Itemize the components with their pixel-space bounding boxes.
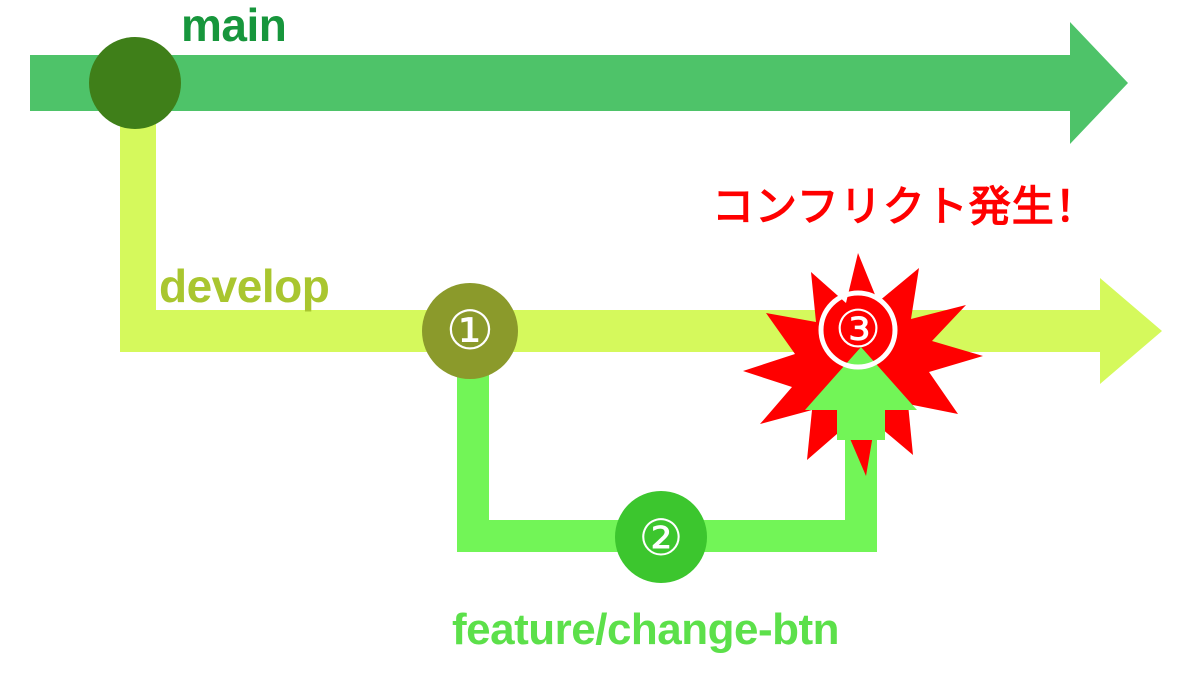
- commit-node-3-ring[interactable]: [818, 290, 898, 370]
- branch-label-main: main: [181, 0, 287, 51]
- merge-arrowhead-icon: [805, 347, 917, 440]
- branch-label-feature: feature/change-btn: [452, 605, 840, 654]
- commit-node-main[interactable]: [89, 37, 181, 129]
- commit-node-2[interactable]: [615, 491, 707, 583]
- conflict-annotation-text: コンフリクト発生！: [712, 182, 1098, 231]
- branch-main: [30, 22, 1128, 144]
- commit-node-1[interactable]: [422, 283, 518, 379]
- develop-branch-arrow: [120, 278, 1162, 384]
- branch-label-develop: develop: [159, 260, 330, 312]
- branch-develop: [120, 83, 1162, 384]
- main-branch-arrow: [30, 22, 1128, 144]
